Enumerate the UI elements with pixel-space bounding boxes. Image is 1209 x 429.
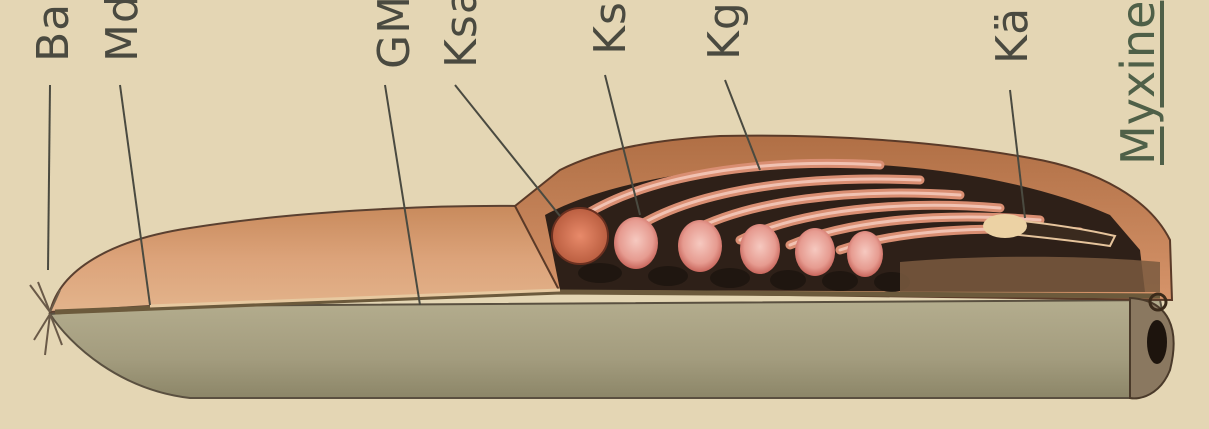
label-md: Md xyxy=(101,18,145,62)
gill-pouch xyxy=(614,217,658,269)
gill-pouch xyxy=(847,231,883,277)
ventral-body xyxy=(50,300,1168,398)
label-kg: Kg xyxy=(703,4,747,60)
diagram-title: Myxine xyxy=(1115,5,1165,165)
gill-pouch xyxy=(740,224,780,274)
label-gm: GM xyxy=(373,0,417,69)
gill-pouch xyxy=(678,220,722,272)
label-ks: Ks xyxy=(589,0,633,56)
label-ba: Ba xyxy=(32,18,76,62)
ksa-organ xyxy=(552,208,608,264)
label-ksa: Ksa xyxy=(440,0,484,68)
posterior-opening xyxy=(1147,320,1167,364)
ka-duct-opening xyxy=(983,214,1027,238)
label-ka: Kä xyxy=(991,8,1035,64)
posterior-tube xyxy=(900,257,1160,292)
gill-pouch xyxy=(795,228,835,276)
